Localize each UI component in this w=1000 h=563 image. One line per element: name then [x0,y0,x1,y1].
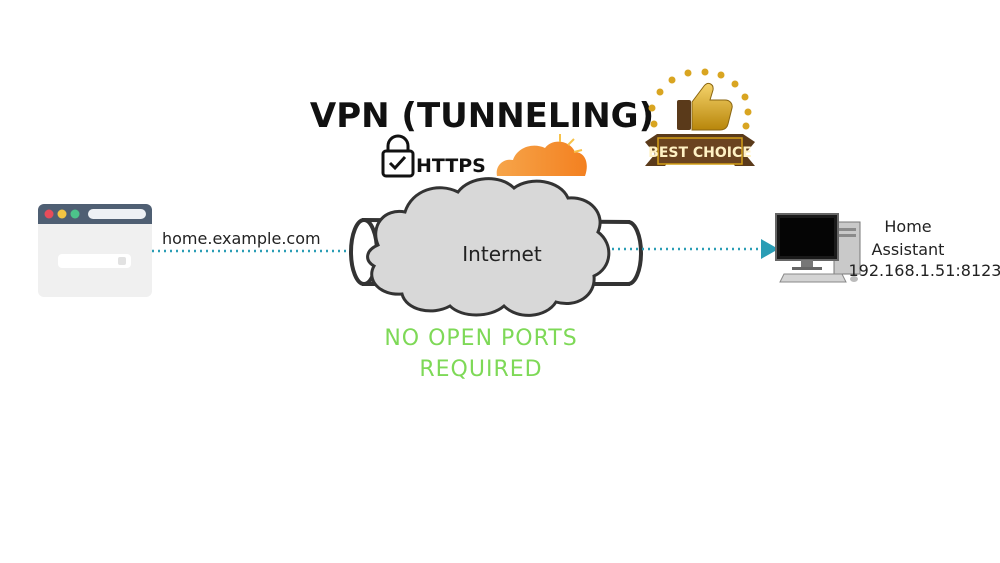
desktop-computer-icon [775,213,861,283]
https-label: HTTPS [416,155,486,177]
browser-window-icon [38,204,152,297]
home-assistant-label-line1: Home [884,217,931,236]
best-choice-label: BEST CHOICE [648,145,752,161]
home-assistant-address: 192.168.1.51:8123 [849,261,1000,280]
cloudflare-logo [496,134,587,176]
best-choice-badge: BEST CHOICE [645,68,755,166]
internet-label: Internet [462,242,542,266]
url-label: home.example.com [162,229,321,248]
diagram-title: VPN (TUNNELING) [310,96,654,136]
no-open-ports-line1: NO OPEN PORTS [384,326,577,351]
internet-cloud [366,177,611,317]
lock-icon [381,134,415,178]
home-assistant-label-line2: Assistant [872,240,945,259]
no-open-ports-line2: REQUIRED [419,357,542,382]
